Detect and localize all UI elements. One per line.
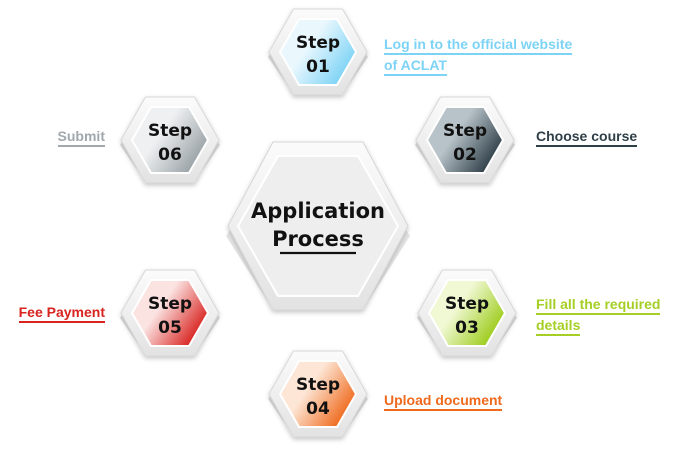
step-02-face: [425, 106, 505, 174]
step-03-number: 03: [455, 318, 479, 338]
step-01-hexagon: Step 01: [268, 8, 368, 96]
step-04-face: [278, 360, 358, 428]
step-05-label-line-1: Fee Payment: [18, 303, 105, 323]
step-02-label-line-1: Choose course: [536, 127, 638, 147]
step-01-face: [278, 18, 358, 86]
step-06-label: Submit: [57, 126, 105, 147]
step-03-hexagon: Step 03: [417, 269, 517, 357]
step-05-label: Fee Payment: [18, 302, 105, 323]
step-01-label-line-2: of ACLAT: [384, 56, 447, 76]
step-01-number: 01: [306, 57, 330, 77]
center-title-line1: Application: [251, 199, 385, 223]
step-02-word: Step: [443, 121, 487, 141]
step-03-word: Step: [445, 294, 489, 314]
step-04-number: 04: [306, 399, 330, 419]
step-05-word: Step: [148, 294, 192, 314]
step-05-hexagon: Step 05: [120, 269, 220, 357]
step-01-label-line-1: Log in to the official website: [384, 35, 573, 55]
step-02-hexagon: Step 02: [415, 96, 515, 184]
step-05-number: 05: [158, 318, 182, 338]
center-title-line2: Process: [272, 227, 364, 251]
step-06-label-line-1: Submit: [57, 127, 105, 147]
step-06-face: [130, 106, 210, 174]
step-03-face: [427, 279, 507, 347]
step-04-label-line-1: Upload document: [384, 391, 503, 411]
step-04-hexagon: Step 04: [268, 350, 368, 438]
step-06-number: 06: [158, 145, 182, 165]
step-03-label-line-1: Fill all the required: [536, 295, 661, 315]
step-04-word: Step: [296, 375, 340, 395]
step-02-number: 02: [453, 145, 477, 165]
step-05-face: [130, 279, 210, 347]
step-02-label: Choose course: [536, 126, 638, 147]
step-01-word: Step: [296, 33, 340, 53]
step-03-label-line-2: details: [536, 316, 581, 336]
step-06-word: Step: [148, 121, 192, 141]
step-04-label: Upload document: [384, 390, 503, 411]
center-hex-face: [236, 155, 400, 297]
step-06-hexagon: Step 06: [120, 96, 220, 184]
